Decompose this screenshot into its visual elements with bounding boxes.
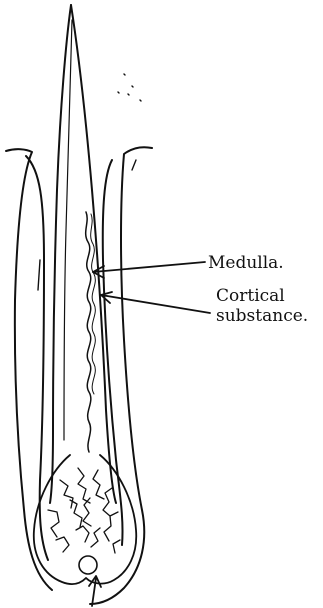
hair-shaft-left-edge (50, 5, 71, 503)
medulla-label: Medulla. (208, 253, 284, 273)
follicle-left-tick (38, 260, 40, 290)
follicle-right-outer (90, 147, 152, 604)
bulb-outline (34, 455, 136, 584)
medulla-pointer-line (93, 262, 205, 272)
cortical-label-line2: substance. (216, 306, 308, 326)
hair-bulb (34, 455, 136, 584)
bulb-cell-pattern (48, 468, 120, 553)
cortical-pointer-line (101, 295, 210, 313)
hair-shaft (50, 5, 116, 503)
hair-shaft-inner-line (64, 20, 72, 440)
follicle-left-outer (6, 149, 52, 590)
medulla-strand (86, 212, 91, 452)
cortical-pointer (101, 292, 210, 313)
follicle-wall-right (90, 147, 152, 604)
cortical-pointer-head (101, 292, 112, 303)
papilla (79, 556, 97, 574)
follicle-left-inner (26, 156, 48, 560)
cortical-substance-label: Cortical substance. (216, 286, 308, 326)
cortical-label-line1: Cortical (216, 286, 308, 306)
follicle-right-tick (132, 160, 136, 170)
medulla-pointer (93, 262, 205, 278)
print-specks (118, 74, 141, 101)
follicle-wall-left (6, 149, 52, 590)
